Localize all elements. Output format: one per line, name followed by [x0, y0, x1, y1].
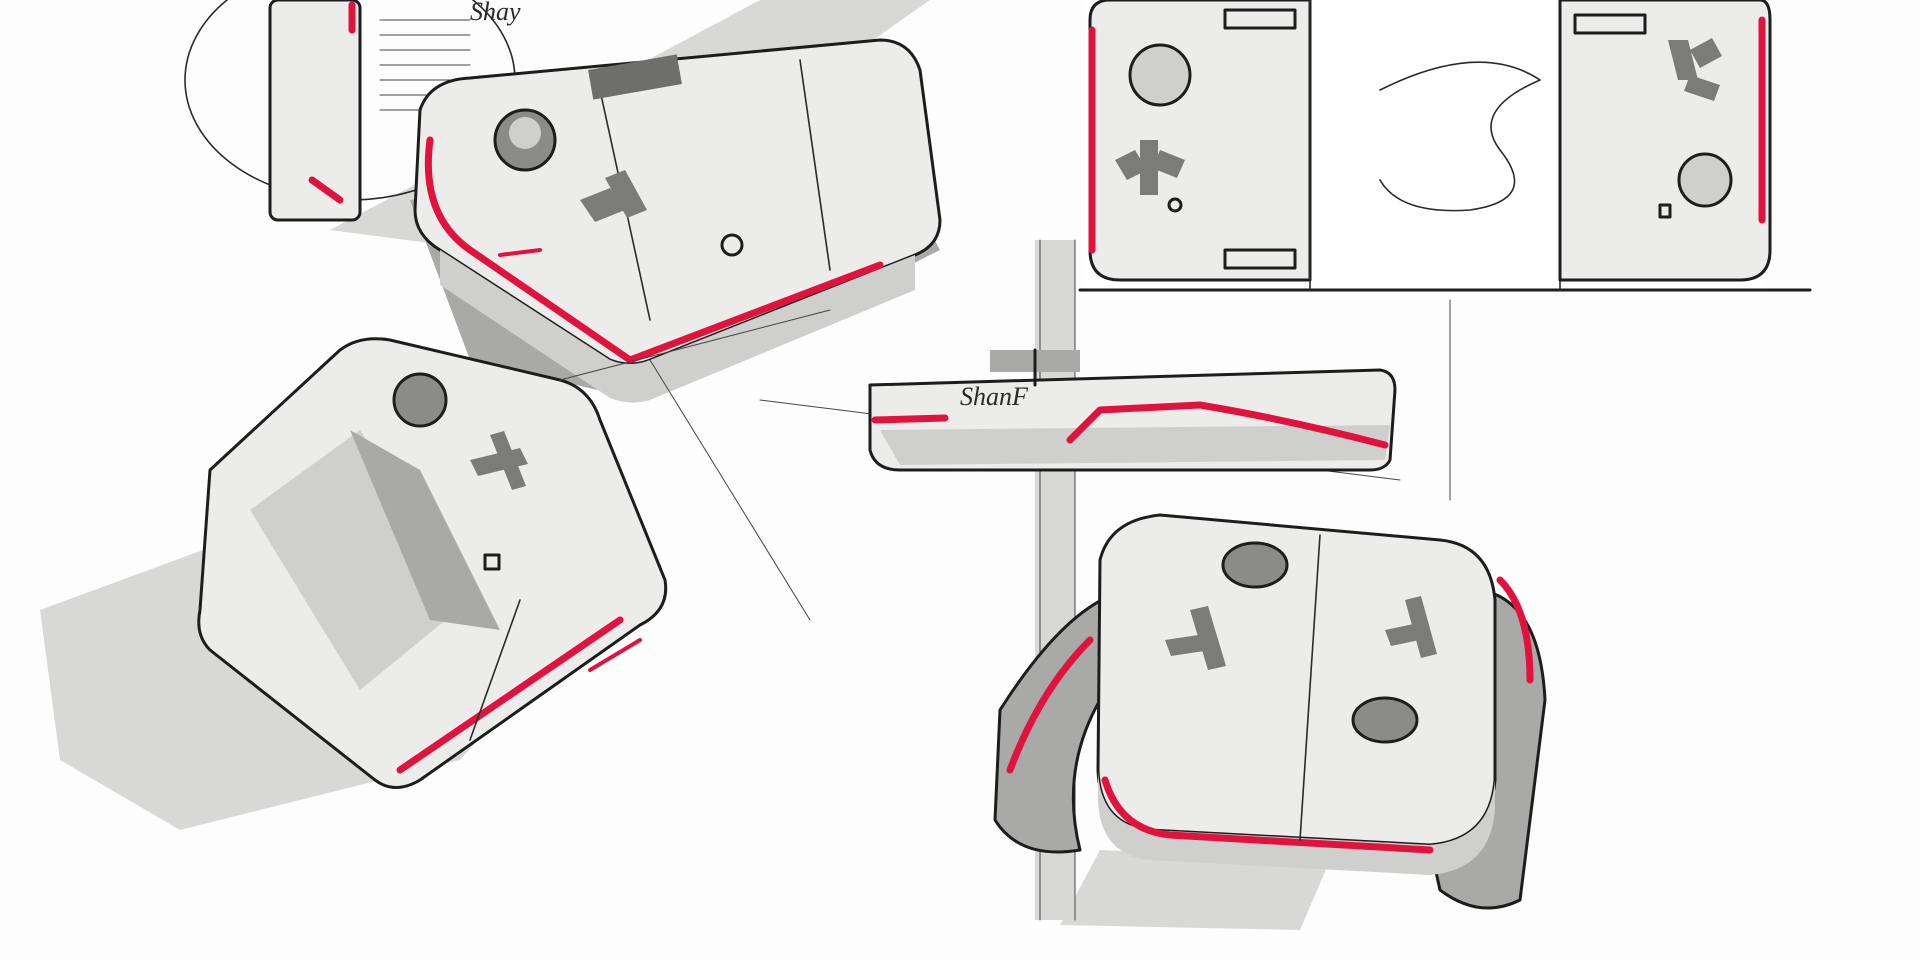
controller-upper-side-face: [440, 250, 915, 403]
front-view-right-thumbstick-outline: [1677, 152, 1733, 208]
controller-lower-small-button[interactable]: [483, 553, 501, 571]
detail-circle-sketch: Shay: [184, 0, 521, 222]
controller-lower-cradle-wall: [350, 430, 500, 630]
gripped-right-thumbstick-outline: [1351, 696, 1419, 744]
controller-lower-thumbstick[interactable]: [394, 374, 446, 426]
front-view-right-grip: [1560, 0, 1770, 280]
gripped-right-thumbstick[interactable]: [1353, 698, 1417, 742]
controller-lower-cradle-opening: [250, 430, 470, 690]
front-view-device-outline-sketch: [1379, 61, 1541, 212]
gripped-controller-split-line: [1299, 534, 1321, 841]
front-view-left-small-button[interactable]: [1167, 197, 1183, 213]
front-view-left-thumbstick[interactable]: [1130, 45, 1190, 105]
front-view-left-dpad[interactable]: [1115, 140, 1185, 195]
grip-left-red-accent: [1006, 636, 1094, 774]
front-view-left-bottom-clip: [1223, 248, 1297, 270]
detail-side-panel-outline: [268, 0, 362, 222]
side-view-outline: [868, 368, 1397, 472]
controller-upper-red-trim: [424, 136, 884, 364]
controller-upper-thumbstick-outline: [493, 108, 557, 172]
controller-upper-small-button[interactable]: [720, 233, 744, 257]
controller-gripped-perspective: [993, 513, 1547, 910]
grip-right-handle-outline: [1418, 588, 1547, 910]
gripped-controller-body: [1098, 515, 1495, 845]
gripped-right-buttons[interactable]: [1385, 596, 1437, 658]
front-view-right-small-button[interactable]: [1658, 203, 1672, 219]
front-view-right-bumper[interactable]: [1573, 13, 1647, 35]
front-view-right-buttons[interactable]: [1668, 38, 1722, 101]
gripped-left-thumbstick[interactable]: [1223, 543, 1287, 587]
gripped-left-dpad[interactable]: [1165, 606, 1226, 670]
controller-lower-perspective: [197, 337, 668, 789]
front-view-left-bumper[interactable]: [1223, 8, 1297, 30]
grip-right-red-accent: [1496, 576, 1534, 684]
top-sketch-wordmark: Shay: [470, 0, 521, 26]
controller-upper-outline: [413, 38, 942, 366]
controller-lower-thumbstick-outline: [392, 372, 448, 428]
orthographic-front-view: [1078, 0, 1812, 292]
controller-lower-outline: [197, 337, 668, 789]
controller-upper-clamp: [588, 54, 682, 100]
detail-red-accent-bottom: [308, 176, 344, 204]
grip-left-handle-outline: [993, 588, 1132, 854]
controller-lower-red-slot: [588, 638, 642, 672]
side-view-wordmark: ShanF: [960, 382, 1029, 411]
front-view-left-thumbstick-outline: [1128, 43, 1192, 107]
controller-upper-thumbstick-cap: [509, 117, 541, 149]
gripped-controller-red-trim: [1101, 776, 1434, 854]
shadow-under-front-view: [1060, 850, 1330, 930]
controller-upper-red-slot: [498, 248, 542, 257]
front-view-left-grip: [1090, 0, 1310, 280]
gripped-left-thumbstick-outline: [1221, 541, 1289, 589]
front-view-right-thumbstick[interactable]: [1679, 154, 1731, 206]
front-view-right-grip-outline: [1558, 0, 1772, 282]
grip-left-handle: [995, 590, 1130, 852]
controller-lower-strap-line: [469, 599, 521, 741]
side-view: ShanF: [868, 348, 1397, 472]
controller-upper-perspective: [410, 38, 942, 403]
detail-side-panel: [270, 0, 360, 220]
controller-lower-red-trim: [396, 616, 624, 774]
side-view-red-accent: [871, 401, 1389, 449]
controller-upper-strap-line: [799, 59, 831, 271]
controller-upper-dpad[interactable]: [580, 170, 647, 222]
controller-lower-dpad[interactable]: [470, 431, 528, 490]
side-view-lower-shade: [880, 425, 1390, 465]
